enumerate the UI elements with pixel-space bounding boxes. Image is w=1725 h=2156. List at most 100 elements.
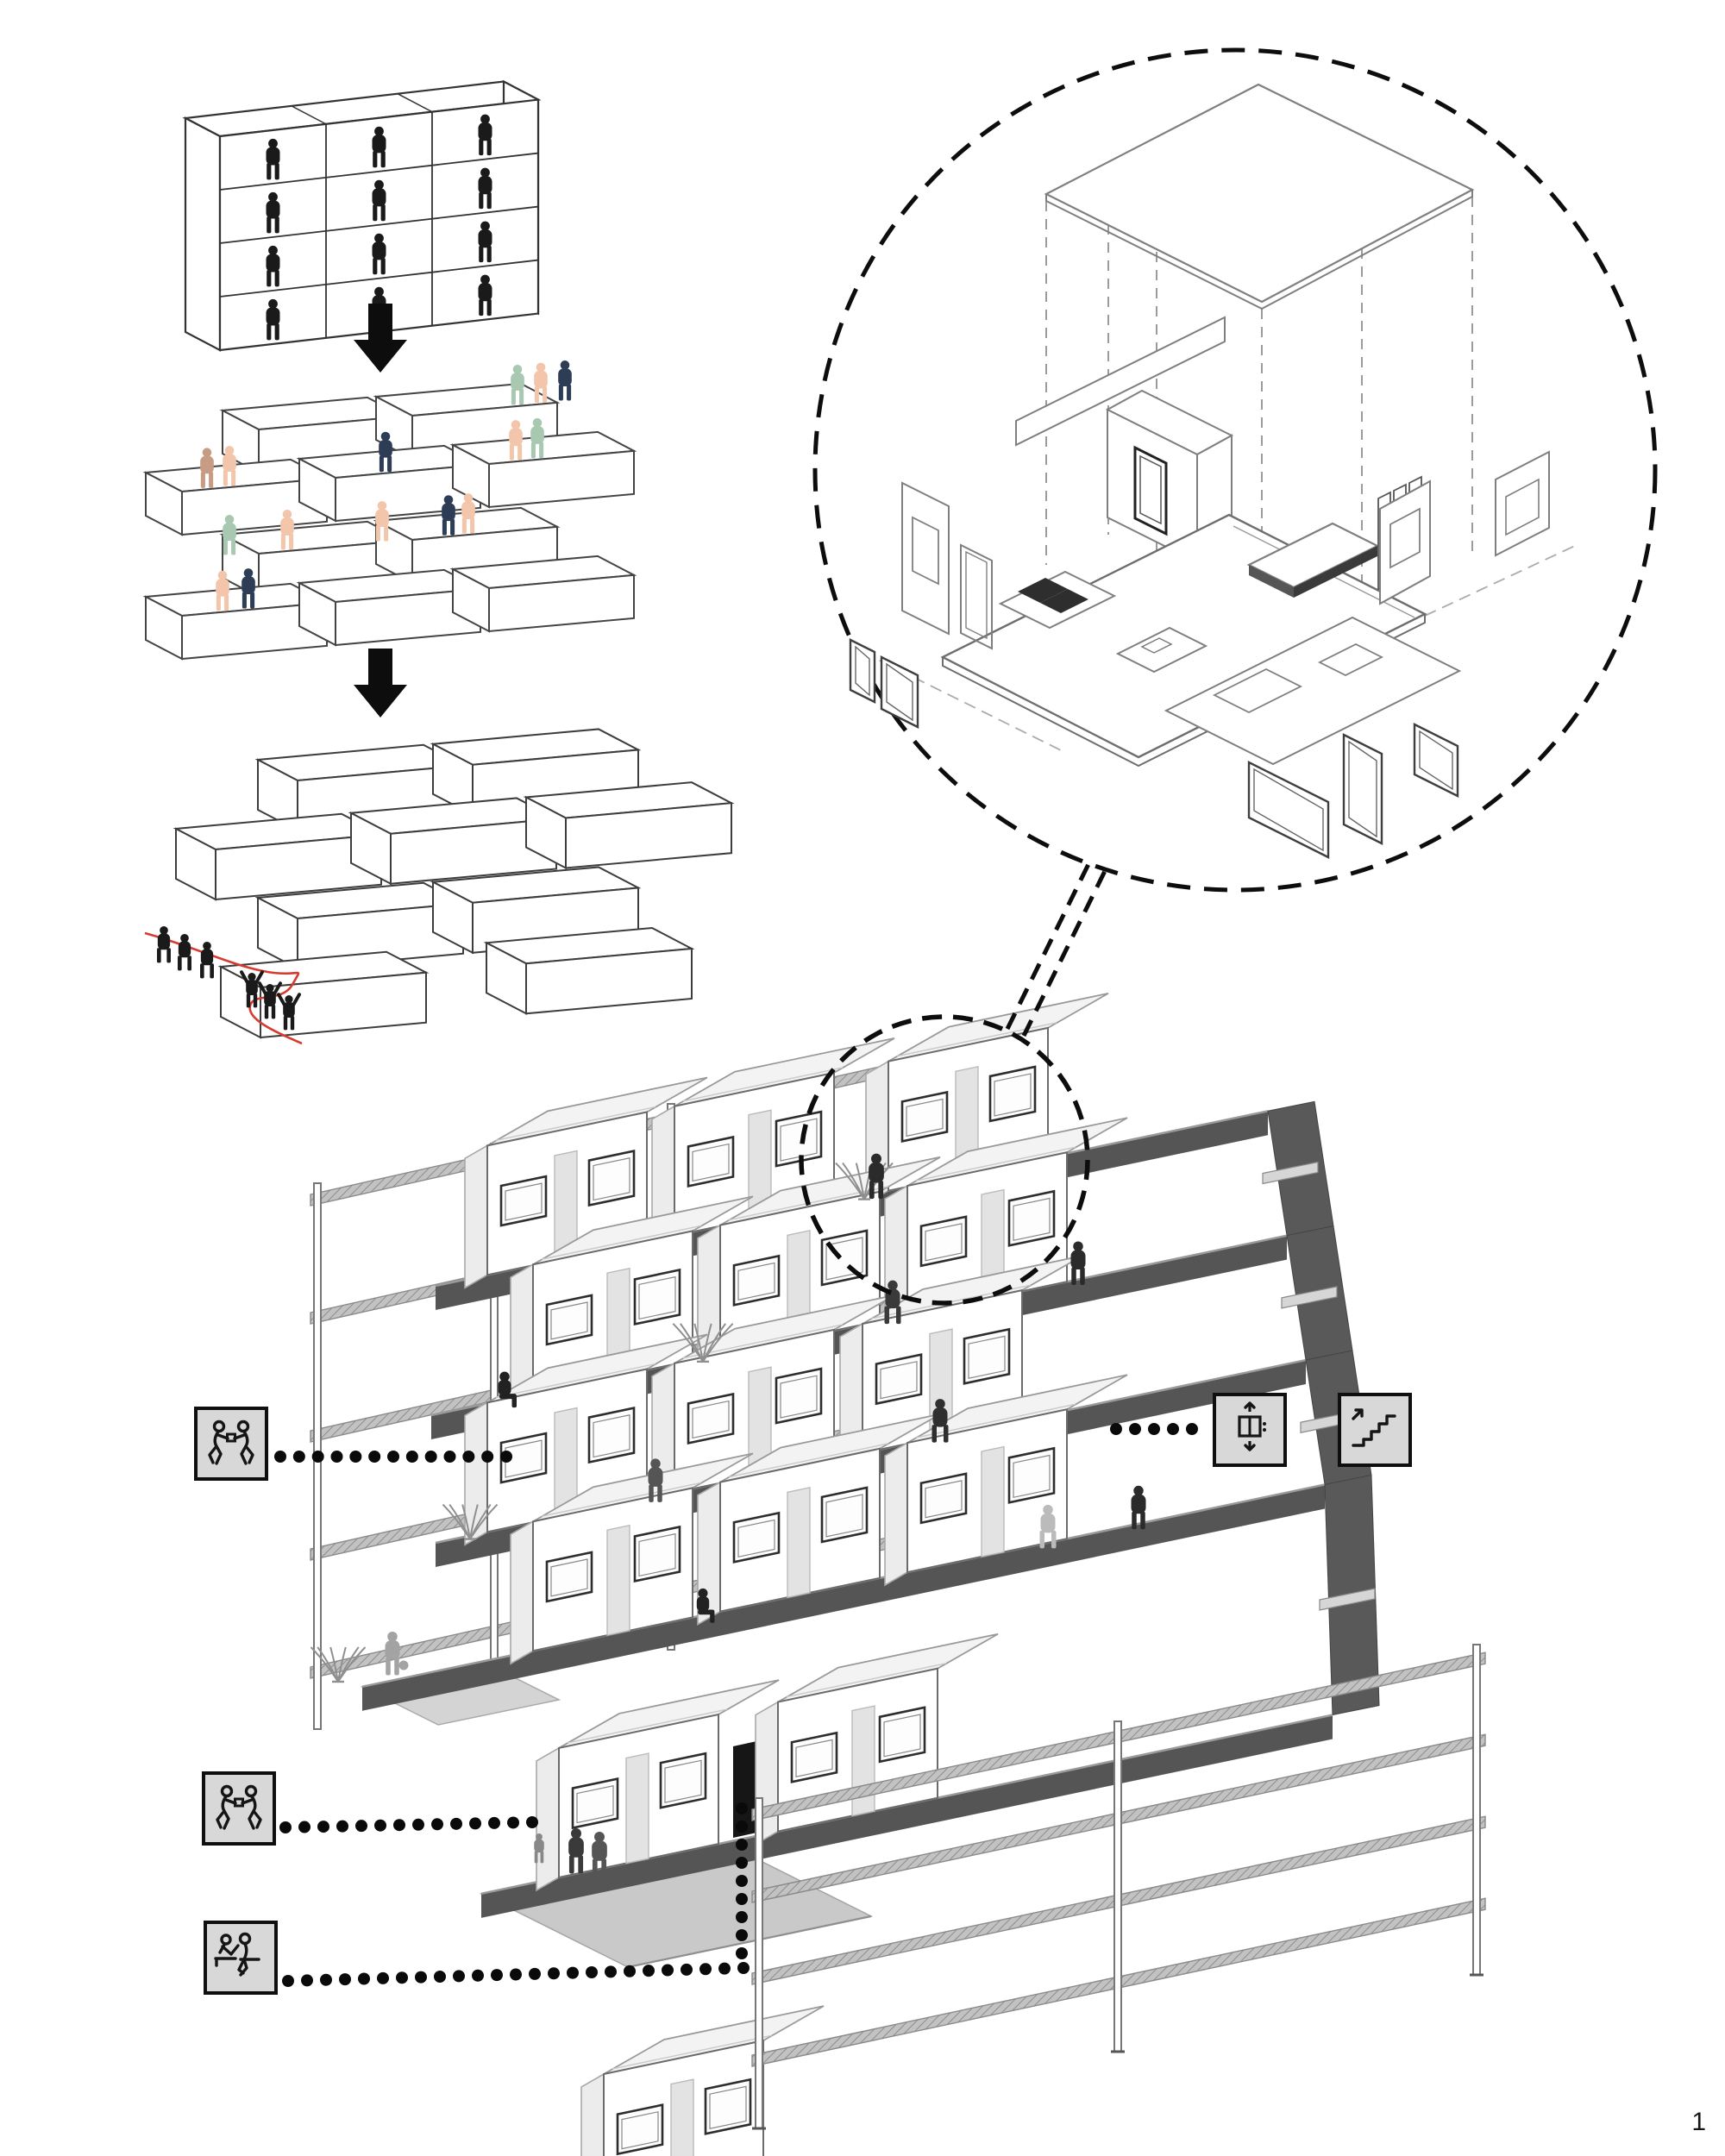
person-head xyxy=(463,493,474,503)
cabin-window-inner xyxy=(880,1361,918,1400)
resident-figure xyxy=(568,1828,584,1874)
plant xyxy=(672,1323,734,1363)
diagram-staggered-path xyxy=(144,728,735,1045)
icon-move-in-upper xyxy=(194,1407,268,1481)
person-head xyxy=(1043,1504,1053,1515)
cabin-window-inner xyxy=(780,1375,818,1419)
leader-dot xyxy=(358,1972,370,1985)
cabin-window xyxy=(775,1110,823,1168)
leader-dot xyxy=(377,1971,389,1984)
leader-dot xyxy=(1148,1423,1160,1435)
leader-dot xyxy=(349,1451,362,1463)
sink xyxy=(1140,637,1173,654)
person-head xyxy=(1073,1241,1083,1251)
cabin-window xyxy=(878,1706,926,1764)
leader-dot xyxy=(481,1451,494,1463)
cabin-window-inner xyxy=(737,1262,775,1301)
callout-connector-line xyxy=(1005,861,1092,1031)
cabin-window xyxy=(875,1353,923,1406)
resident-figure xyxy=(461,493,475,534)
occupant-figure xyxy=(478,167,492,210)
unit-box-front xyxy=(215,833,382,901)
person-head xyxy=(536,1833,543,1840)
leader-dot xyxy=(311,1451,324,1463)
bag xyxy=(398,1660,409,1670)
leader-dot xyxy=(662,1964,674,1977)
cabin-window-inner xyxy=(1013,1454,1051,1499)
cabin-window xyxy=(587,1150,636,1207)
down-arrow-icon xyxy=(354,649,407,718)
resident-figure xyxy=(534,362,548,404)
resident-figure xyxy=(648,1458,663,1502)
resident-figure xyxy=(379,431,392,473)
visitor-figure xyxy=(237,1942,248,1977)
resident-figure xyxy=(530,417,544,459)
resident-figure xyxy=(442,495,455,536)
projection-line xyxy=(1424,544,1578,617)
occupant-figure xyxy=(266,245,280,287)
cabin-window-inner xyxy=(576,1785,614,1824)
leader-dot xyxy=(1167,1423,1179,1435)
leader-dot xyxy=(368,1451,381,1463)
cabin-window-inner xyxy=(692,1143,730,1182)
cabin-window xyxy=(1007,1189,1056,1247)
stair-landing xyxy=(1262,1161,1319,1185)
leader-dot xyxy=(301,1974,313,1987)
plant xyxy=(310,1646,367,1683)
leader-dot xyxy=(415,1971,427,1984)
leader-dot xyxy=(605,1965,617,1978)
resident-figure xyxy=(1070,1241,1086,1285)
figure-head xyxy=(220,1934,232,1946)
leader-dot xyxy=(736,1929,748,1941)
down-arrow-icon xyxy=(354,649,407,718)
up-arrow-icon xyxy=(1244,1401,1256,1409)
cabin-window-inner xyxy=(906,1098,944,1138)
cabin-window xyxy=(659,1752,707,1809)
person-head xyxy=(374,126,384,136)
kitchen-island-side xyxy=(1249,565,1294,598)
cabin-window xyxy=(900,1090,949,1143)
occupant-figure xyxy=(372,179,386,222)
cabin-window xyxy=(790,1731,838,1783)
leader-dot xyxy=(317,1821,329,1833)
person-head xyxy=(203,942,211,950)
cabin-window xyxy=(963,1327,1011,1385)
detail-circle-exploded-axon xyxy=(812,47,1658,893)
leader-dot xyxy=(1129,1423,1141,1435)
person-head xyxy=(698,1588,708,1598)
icon-frame xyxy=(202,1771,276,1846)
cabin-door xyxy=(981,1445,1005,1557)
person-head xyxy=(1133,1485,1144,1496)
unit-box-front xyxy=(335,587,481,647)
cabin-window xyxy=(1007,1446,1056,1504)
wall-opening xyxy=(1389,507,1421,569)
person-head xyxy=(202,448,212,457)
detail-dashed-circle xyxy=(812,47,1658,893)
window-frame-inner xyxy=(1419,730,1453,791)
watering-figure xyxy=(385,1632,409,1676)
stack-left-face xyxy=(184,116,222,352)
cabin-door xyxy=(606,1524,630,1637)
unit-box-front xyxy=(525,947,693,1015)
pod-door-inner xyxy=(1139,454,1162,525)
occupant-figure xyxy=(266,298,280,341)
window-frame-inner xyxy=(886,662,913,722)
receptionist-arm xyxy=(218,1943,240,1956)
prefab-cabin xyxy=(464,1076,708,1289)
person-head xyxy=(650,1458,661,1469)
cabin-door xyxy=(625,1752,649,1865)
seated-figure xyxy=(696,1588,715,1623)
sink-unit xyxy=(1115,626,1208,674)
unit-box-front xyxy=(181,601,328,661)
person-head xyxy=(499,1371,510,1382)
rack-post xyxy=(1113,1720,1122,2053)
leader-dot xyxy=(737,1962,750,1974)
plant xyxy=(442,1503,499,1540)
diagram-uniform-stack xyxy=(182,79,542,352)
leader-dot xyxy=(681,1963,693,1976)
leader-dot xyxy=(529,1967,541,1980)
cabin-side xyxy=(536,1746,560,1892)
prefab-cabin xyxy=(536,1679,780,1892)
window-frame xyxy=(880,655,919,729)
cabin-side xyxy=(464,1401,488,1546)
